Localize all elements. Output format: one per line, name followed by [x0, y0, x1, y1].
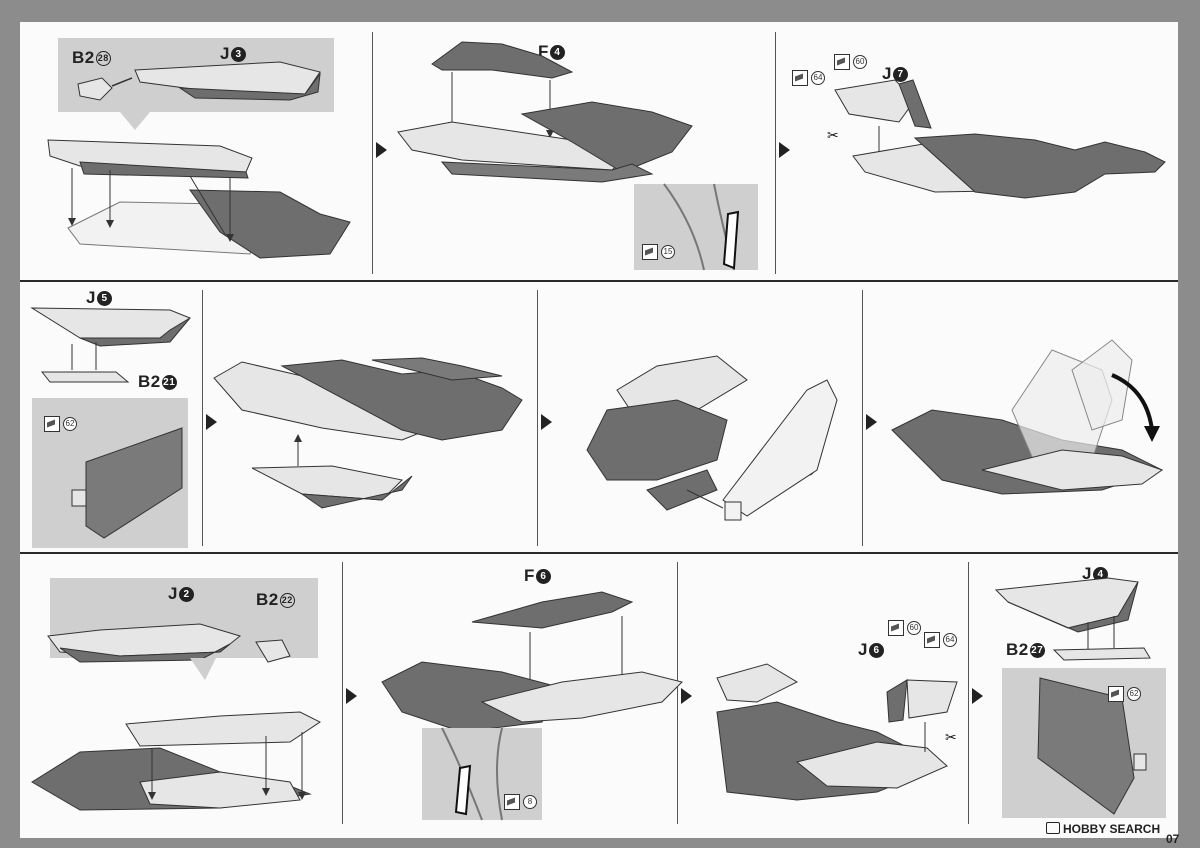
step-arrow [779, 142, 790, 158]
watermark-logo-icon [1046, 822, 1060, 834]
detail-diagram [663, 183, 740, 271]
panel-divider [775, 32, 776, 274]
sticker-callout-15: 15 [642, 244, 675, 260]
detail-diagram [441, 727, 503, 821]
sticker-icon [792, 70, 808, 86]
svg-text:✂: ✂ [945, 730, 957, 746]
page-number: 07 [1166, 832, 1180, 846]
row-divider-2 [20, 552, 1178, 554]
detail-diagram [1037, 677, 1147, 815]
watermark: HOBBY SEARCH [1046, 822, 1160, 836]
sticker-icon [924, 632, 940, 648]
step-arrow [541, 414, 552, 430]
panel-divider [537, 290, 538, 546]
detail-diagram [71, 427, 183, 539]
sticker-icon [504, 794, 520, 810]
part-diagram [891, 339, 1164, 495]
part-diagram [586, 355, 838, 521]
panel-divider [968, 562, 969, 824]
sticker-callout-62: 62 [1108, 686, 1141, 702]
step-arrow [972, 688, 983, 704]
step-arrow [866, 414, 877, 430]
panel-divider [342, 562, 343, 824]
part-diagram: ✂ [716, 663, 958, 801]
part-diagram: ✂ [827, 79, 1166, 199]
sticker-callout-62: 62 [44, 416, 77, 432]
part-diagram [213, 357, 523, 509]
step-arrow [346, 688, 357, 704]
part-diagram [994, 577, 1151, 661]
panel-divider [862, 290, 863, 546]
sticker-icon [642, 244, 658, 260]
sticker-icon [834, 54, 850, 70]
step-arrow [376, 142, 387, 158]
step-arrow [206, 414, 217, 430]
row-divider-1 [20, 280, 1178, 282]
detail-inset [422, 728, 542, 820]
sticker-icon [44, 416, 60, 432]
part-diagram [47, 61, 351, 259]
svg-text:✂: ✂ [827, 128, 839, 144]
panel-divider [677, 562, 678, 824]
sticker-callout-60: 60 [888, 620, 921, 636]
step-arrow [681, 688, 692, 704]
sticker-callout-8: 8 [504, 794, 537, 810]
part-diagram [30, 307, 192, 383]
part-diagram [397, 41, 693, 183]
panel-divider [372, 32, 373, 274]
sticker-callout-64: 64 [792, 70, 825, 86]
sticker-icon [1108, 686, 1124, 702]
panel-divider [202, 290, 203, 546]
sticker-callout-64: 64 [924, 632, 957, 648]
sticker-callout-60: 60 [834, 54, 867, 70]
sticker-icon [888, 620, 904, 636]
part-diagram [31, 623, 321, 811]
part-diagram [381, 591, 683, 733]
